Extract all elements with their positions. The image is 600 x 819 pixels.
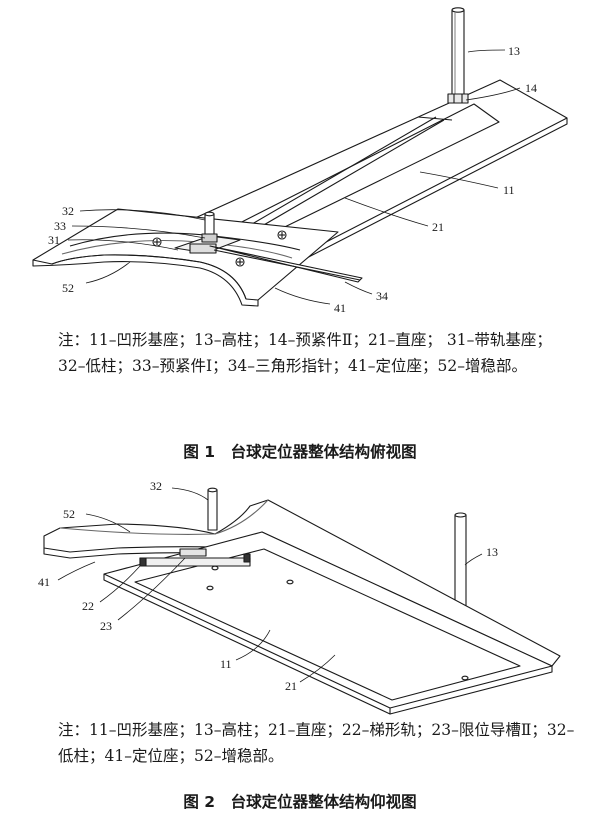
label-52: 52 [62,281,74,295]
label-41: 41 [334,301,346,315]
label-34: 34 [376,289,388,303]
positioning-seat [32,208,339,307]
label-11: 11 [220,657,232,671]
high-pillar [447,7,469,104]
triangular-pointer [209,245,363,283]
figure-2-bottom-view: 32 52 13 41 22 23 11 21 [38,479,561,715]
label-13: 13 [508,44,520,58]
label-21: 21 [432,220,444,234]
screw-icon [152,230,287,267]
label-14: 14 [525,81,537,95]
label-31: 31 [48,233,60,247]
rail-base [174,235,241,254]
label-13: 13 [486,545,498,559]
low-pillar [201,211,218,243]
label-52: 52 [63,507,75,521]
low-pillar [207,487,218,531]
figure-2-note: 注：11–凹形基座；13–高柱；21–直座；22–梯形轨；23–限位导槽Ⅱ；32… [58,721,575,765]
label-32: 32 [150,479,162,493]
label-11: 11 [503,183,515,197]
label-21: 21 [285,679,297,693]
label-22: 22 [82,599,94,613]
trapezoid-rail [139,553,251,567]
label-23: 23 [100,619,112,633]
figure-1-note: 注：11–凹形基座；13–高柱；14–预紧件Ⅱ；21–直座； 31–带轨基座；3… [58,331,552,375]
figure-2-caption: 图 2 台球定位器整体结构仰视图 [183,793,417,811]
label-32: 32 [62,204,74,218]
figure-1-top-view: 13 14 11 21 32 33 31 52 34 41 [32,7,568,315]
label-41: 41 [38,575,50,589]
label-33: 33 [54,219,66,233]
limit-guide-groove [179,548,207,557]
figure-1-caption: 图 1 台球定位器整体结构俯视图 [183,443,417,461]
